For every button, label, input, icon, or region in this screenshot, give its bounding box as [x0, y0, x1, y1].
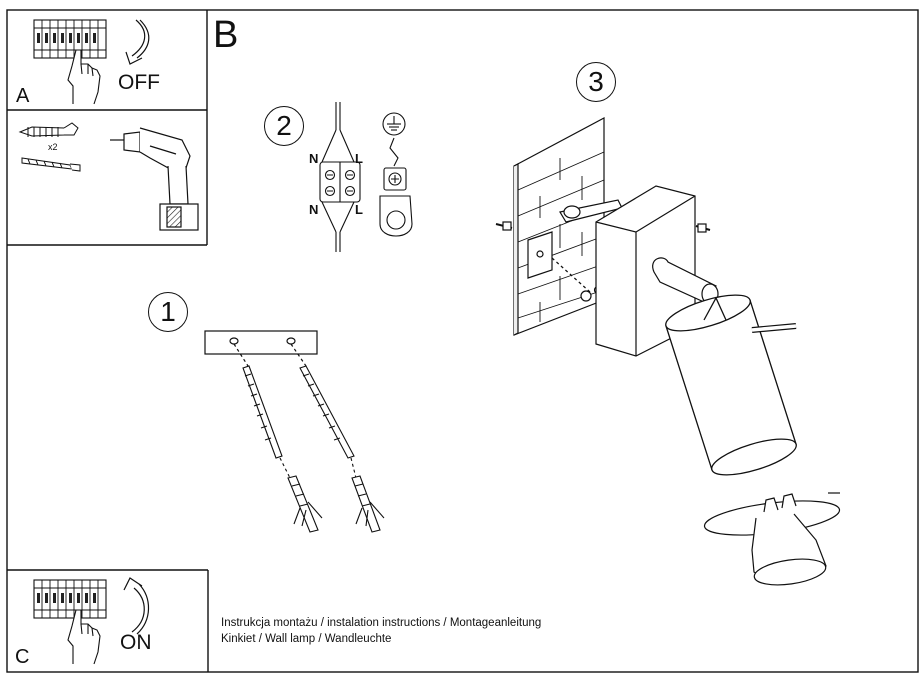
- breaker-on-icon: [33, 579, 107, 665]
- wire-label-live-top: L: [355, 151, 363, 166]
- step-3-badge: 3: [576, 62, 616, 102]
- wall-plug-icon: [287, 475, 385, 533]
- footer-product-name: Kinkiet / Wall lamp / Wandleuchte: [221, 633, 392, 645]
- lamp-shade: [665, 294, 797, 476]
- off-label: OFF: [118, 71, 160, 94]
- bulb-icon: [703, 492, 841, 586]
- section-letter-b: B: [213, 14, 239, 56]
- screw-icon: [242, 365, 357, 479]
- wall-plug-icon: [18, 122, 79, 137]
- drill-icon: [110, 127, 199, 231]
- brick-wall: [513, 117, 605, 336]
- outer-border: [6, 9, 919, 673]
- on-label: ON: [120, 631, 152, 654]
- mounting-plate: [204, 330, 318, 367]
- step-1-badge: 1: [148, 292, 188, 332]
- arrow-up-icon: [123, 577, 150, 635]
- arrow-down-icon: [125, 19, 150, 65]
- dowel-quantity: x2: [48, 142, 58, 152]
- wire-label-neutral-bottom: N: [309, 202, 319, 217]
- step-2-badge: 2: [264, 106, 304, 146]
- breaker-off-icon: [33, 19, 107, 105]
- wiring-terminal-icon: [319, 102, 361, 252]
- panel-letter-c: C: [15, 646, 30, 668]
- wire-label-live-bottom: L: [355, 202, 363, 217]
- panel-letter-a: A: [16, 85, 30, 107]
- footer-instructions-title: Instrukcja montażu / instalation instruc…: [221, 617, 542, 629]
- wire-label-neutral-top: N: [309, 151, 319, 166]
- screw-icon: [21, 157, 81, 172]
- ground-terminal-icon: [379, 112, 413, 237]
